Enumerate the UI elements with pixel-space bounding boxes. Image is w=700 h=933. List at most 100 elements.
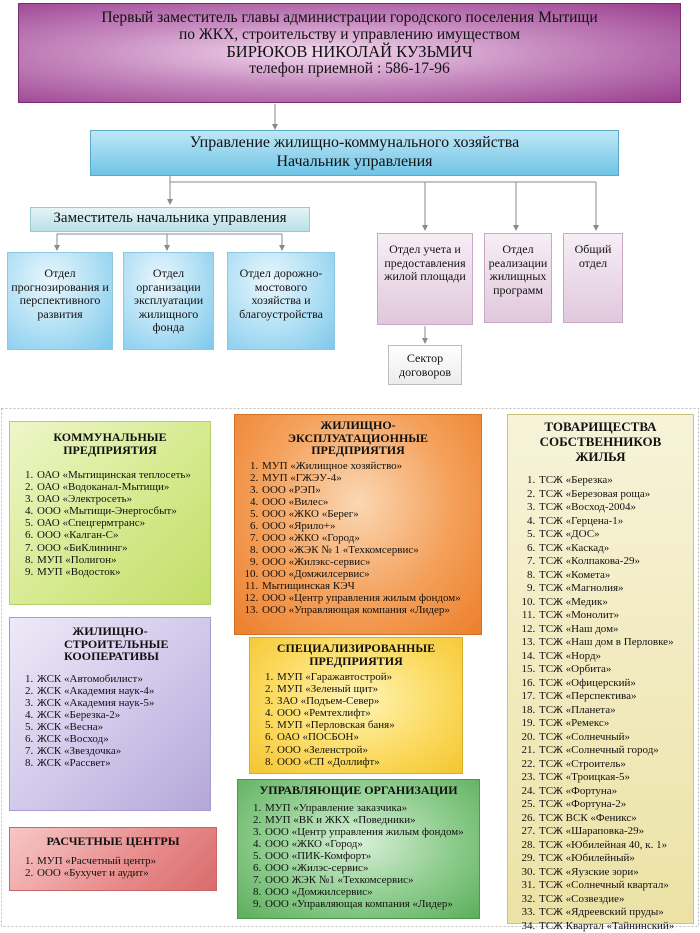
card-management-orgs: УПРАВЛЯЮЩИЕ ОРГАНИЗАЦИИ МУП «Управление … (237, 779, 480, 919)
list-item: ЖСК «Академия наук-5» (36, 697, 206, 709)
deputy-label: Заместитель начальника управления (53, 210, 286, 226)
list-item: ТСЖ «Перспектива» (538, 690, 691, 704)
list-item: ЖСК «Весна» (36, 721, 206, 733)
list-item: ООО ЖЭК №1 «Техкомсервис» (264, 874, 475, 886)
list-item: ТСЖ «Фортуна-2» (538, 798, 691, 812)
list-item: ОАО «Электросеть» (36, 493, 206, 505)
list-item: ЖСК «Автомобилист» (36, 673, 206, 685)
list-item: ОАО «ПОСБОН» (276, 731, 458, 743)
list-item: ТСЖ «Планета» (538, 704, 691, 718)
list-item: МУП «Жилищное хозяйство» (261, 460, 477, 472)
list-item: ТСЖ «Троицкая-5» (538, 771, 691, 785)
list-item: ЖСК «Звездочка» (36, 745, 206, 757)
first-deputy-head-box: Первый заместитель главы администрации г… (18, 3, 681, 103)
list-item: ООО «Управляющая компания «Лидер» (261, 604, 477, 616)
list-item: ТСЖ «Магнолия» (538, 582, 691, 596)
card-coops: ЖИЛИЩНО-СТРОИТЕЛЬНЫЕ КООПЕРАТИВЫ ЖСК «Ав… (9, 617, 211, 811)
head-phone: телефон приемной : 586-17-96 (19, 60, 680, 77)
coops-list: ЖСК «Автомобилист» ЖСК «Академия наук-4»… (14, 673, 206, 770)
card-management-orgs-title: УПРАВЛЯЮЩИЕ ОРГАНИЗАЦИИ (242, 784, 475, 797)
list-item: ООО «Ремтехлифт» (276, 707, 458, 719)
list-item: ООО «ЖКО «Город» (261, 532, 477, 544)
list-item: ТСЖ «Комета» (538, 569, 691, 583)
list-item: ТСЖ «Медик» (538, 596, 691, 610)
specialized-list: МУП «Гаражавтострой» МУП «Зеленый щит» З… (254, 671, 458, 768)
list-item: ООО «СП «Доллифт» (276, 756, 458, 768)
list-item: ТСЖ «Березка» (538, 474, 691, 488)
list-item: ООО «БиКлининг» (36, 542, 206, 554)
management-title: Управление жилищно-коммунального хозяйст… (91, 133, 618, 152)
housing-management-box: Управление жилищно-коммунального хозяйст… (90, 130, 619, 176)
list-item: Мытищинская КЭЧ (261, 580, 477, 592)
list-item: ТСЖ «Восход-2004» (538, 501, 691, 515)
card-operating: ЖИЛИЩНО-ЭКСПЛУАТАЦИОННЫЕ ПРЕДПРИЯТИЯ МУП… (234, 414, 482, 635)
dept-accounting: Отдел учета и предоставления жилой площа… (377, 233, 473, 325)
list-item: ООО «Управляющая компания «Лидер» (264, 898, 475, 910)
list-item: ООО «РЭП» (261, 484, 477, 496)
list-item: ТСЖ «Ремекс» (538, 717, 691, 731)
deputy-head-box: Заместитель начальника управления (30, 207, 310, 232)
list-item: ТСЖ «Каскад» (538, 542, 691, 556)
list-item: ТСЖ «Солнечный квартал» (538, 879, 691, 893)
list-item: ТСЖ Квартал «Тайнинский» (538, 920, 691, 933)
list-item: ТСЖ «Яузские зори» (538, 866, 691, 880)
list-item: ООО «Зеленстрой» (276, 744, 458, 756)
management-orgs-list: МУП «Управление заказчика» МУП «ВК и ЖКХ… (242, 802, 475, 910)
list-item: ООО «Мытищи-Энергосбыт» (36, 505, 206, 517)
hoa-list: ТСЖ «Березка» ТСЖ «Березовая роща» ТСЖ «… (510, 474, 691, 933)
list-item: ООО «ЖЭК № 1 «Техкомсервис» (261, 544, 477, 556)
list-item: ООО «Бухучет и аудит» (36, 867, 212, 879)
list-item: ООО «Жилэс-сервис» (264, 862, 475, 874)
card-operating-title: ЖИЛИЩНО-ЭКСПЛУАТАЦИОННЫЕ ПРЕДПРИЯТИЯ (279, 419, 437, 457)
dept-general: Общий отдел (563, 233, 623, 323)
contracts-sector: Сектор договоров (388, 345, 462, 385)
list-item: ООО «Домжилсервис» (264, 886, 475, 898)
list-item: ТСЖ «Монолит» (538, 609, 691, 623)
list-item: ТСЖ «Герцена-1» (538, 515, 691, 529)
card-specialized: СПЕЦИАЛИЗИРОВАННЫЕ ПРЕДПРИЯТИЯ МУП «Гара… (249, 637, 463, 774)
list-item: ТСЖ «Фортуна» (538, 785, 691, 799)
list-item: ООО «ЖКО «Город» (264, 838, 475, 850)
list-item: ТСЖ «Офицерский» (538, 677, 691, 691)
communal-list: ОАО «Мытищинская теплосеть» ОАО «Водокан… (14, 469, 206, 578)
list-item: ТСЖ «Норд» (538, 650, 691, 664)
list-item: ОАО «Мытищинская теплосеть» (36, 469, 206, 481)
head-line-1: Первый заместитель главы администрации г… (19, 9, 680, 26)
list-item: ООО «Центр управления жилым фондом» (264, 826, 475, 838)
list-item: МУП «Полигон» (36, 554, 206, 566)
list-item: ТСЖ «Солнечный» (538, 731, 691, 745)
head-name: БИРЮКОВ НИКОЛАЙ КУЗЬМИЧ (19, 43, 680, 60)
list-item: ТСЖ «Строитель» (538, 758, 691, 772)
list-item: ТСЖ «Юбилейный» (538, 852, 691, 866)
list-item: МУП «ГЖЭУ-4» (261, 472, 477, 484)
card-hoa-title: ТОВАРИЩЕСТВА СОБСТВЕННИКОВ ЖИЛЬЯ (518, 419, 683, 464)
list-item: ТСЖ «Солнечный город» (538, 744, 691, 758)
list-item: ТСЖ «Созвездие» (538, 893, 691, 907)
list-item: ООО «ЖКО «Берег» (261, 508, 477, 520)
list-item: МУП «Расчетный центр» (36, 855, 212, 867)
list-item: ООО «Ярило+» (261, 520, 477, 532)
list-item: ООО «Калган-С» (36, 529, 206, 541)
list-item: ТСЖ «Ядреевский пруды» (538, 906, 691, 920)
list-item: ТСЖ «ДОС» (538, 528, 691, 542)
dept-housing-operation: Отдел организации эксплуатации жилищного… (123, 252, 214, 350)
card-communal-title: КОММУНАЛЬНЫЕ ПРЕДПРИЯТИЯ (28, 431, 192, 456)
list-item: ЖСК «Рассвет» (36, 757, 206, 769)
card-communal: КОММУНАЛЬНЫЕ ПРЕДПРИЯТИЯ ОАО «Мытищинска… (9, 421, 211, 605)
list-item: МУП «ВК и ЖКХ «Поведники» (264, 814, 475, 826)
list-item: ТСЖ ВСК «Феникс» (538, 812, 691, 826)
list-item: ТСЖ «Шараповка-29» (538, 825, 691, 839)
list-item: ЖСК «Березка-2» (36, 709, 206, 721)
head-line-2: по ЖКХ, строительству и управлению имуще… (19, 26, 680, 43)
list-item: МУП «Перловская баня» (276, 719, 458, 731)
card-coops-title: ЖИЛИЩНО-СТРОИТЕЛЬНЫЕ КООПЕРАТИВЫ (64, 625, 156, 663)
list-item: ООО «Домжилсервис» (261, 568, 477, 580)
dept-programs: Отдел реализации жилищных программ (484, 233, 552, 323)
list-item: ТСЖ «Колпакова-29» (538, 555, 691, 569)
list-item: ТСЖ «Наш дом в Перловке» (538, 636, 691, 650)
list-item: ЖСК «Восход» (36, 733, 206, 745)
list-item: ТСЖ «Наш дом» (538, 623, 691, 637)
list-item: МУП «Гаражавтострой» (276, 671, 458, 683)
list-item: ЗАО «Подъем-Север» (276, 695, 458, 707)
list-item: ТСЖ «Березовая роща» (538, 488, 691, 502)
